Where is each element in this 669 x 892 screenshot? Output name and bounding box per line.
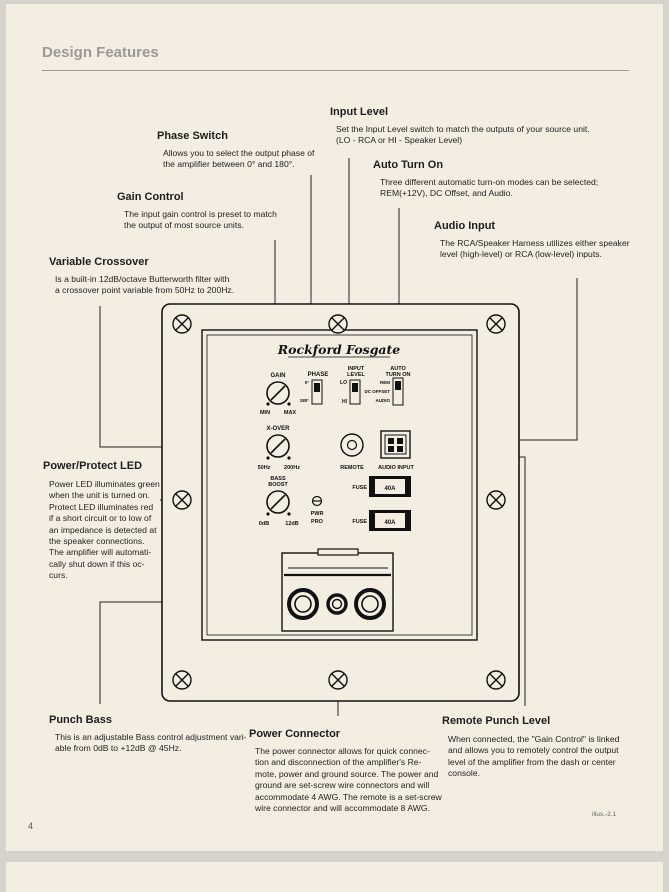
svg-text:AUDIO: AUDIO — [376, 398, 391, 403]
power-led-text: Power LED illuminates green when the uni… — [49, 479, 160, 581]
svg-text:AUDIO INPUT: AUDIO INPUT — [378, 465, 414, 471]
gain-control-title: Gain Control — [117, 191, 184, 203]
page-number: 4 — [28, 821, 34, 831]
phase-label: PHASE — [308, 372, 329, 378]
screw-icon — [486, 490, 506, 510]
gain-control-text: The input gain control is preset to matc… — [124, 209, 277, 231]
variable-crossover-text: Is a built-in 12dB/octave Butterworth fi… — [55, 274, 235, 296]
screw-icon — [328, 670, 348, 690]
gain-knob — [266, 381, 290, 405]
variable-crossover-title: Variable Crossover — [49, 256, 149, 268]
power-connector — [281, 548, 394, 632]
punch-bass-text: This is an adjustable Bass control adjus… — [55, 732, 247, 754]
screw-icon — [486, 670, 506, 690]
power-led-title: Power/Protect LED — [43, 460, 143, 472]
punch-bass-title: Punch Bass — [49, 714, 112, 726]
input-level-text: Set the Input Level switch to match the … — [336, 124, 590, 146]
remote-jack — [340, 433, 364, 457]
phase-switch-text: Allows you to select the output phase of… — [163, 148, 315, 170]
svg-text:180°: 180° — [300, 398, 310, 403]
bass-boost-knob — [266, 490, 290, 514]
svg-text:REM: REM — [380, 380, 390, 385]
remote-terminal — [326, 593, 348, 615]
svg-text:LEVEL: LEVEL — [347, 372, 365, 378]
power-connector-title: Power Connector — [249, 728, 341, 740]
screw-icon — [172, 670, 192, 690]
input-level-title: Input Level — [330, 106, 389, 118]
ground-terminal — [287, 588, 319, 620]
svg-text:REMOTE: REMOTE — [340, 465, 364, 471]
svg-text:MIN: MIN — [260, 410, 270, 416]
svg-text:PRO: PRO — [311, 519, 324, 525]
remote-punch-level-text: When connected, the "Gain Control" is li… — [448, 734, 620, 779]
svg-text:TURN ON: TURN ON — [385, 372, 410, 378]
screw-icon — [328, 314, 348, 334]
auto-turn-on-text: Three different automatic turn-on modes … — [380, 177, 599, 199]
svg-text:0dB: 0dB — [259, 521, 269, 527]
svg-text:FUSE: FUSE — [352, 485, 367, 491]
audio-input-connector — [380, 430, 411, 459]
audio-input-title: Audio Input — [434, 220, 496, 232]
svg-text:AUTO: AUTO — [390, 366, 406, 372]
auto-turn-on-title: Auto Turn On — [373, 159, 444, 171]
svg-text:200Hz: 200Hz — [284, 465, 300, 471]
svg-text:BOOST: BOOST — [268, 482, 288, 488]
svg-text:50Hz: 50Hz — [258, 465, 271, 471]
svg-text:HI: HI — [342, 399, 348, 405]
svg-text:12dB: 12dB — [285, 521, 298, 527]
svg-text:PWR: PWR — [311, 511, 324, 517]
svg-text:INPUT: INPUT — [348, 366, 365, 372]
illustration-id: illus.-2.1 — [592, 811, 617, 818]
screw-icon — [172, 490, 192, 510]
gain-label: GAIN — [271, 373, 286, 379]
fuse-1: 40A — [369, 476, 411, 497]
brand-logo: Rockford Fosgate — [277, 342, 401, 357]
phase-switch-title: Phase Switch — [157, 130, 228, 142]
fuse-2: 40A — [369, 510, 411, 531]
audio-input-text: The RCA/Speaker Harness utilizes either … — [440, 238, 630, 260]
screw-icon — [172, 314, 192, 334]
auto-turn-on-switch — [392, 377, 404, 406]
power-terminal — [354, 588, 386, 620]
svg-text:MAX: MAX — [284, 410, 297, 416]
xover-knob — [266, 434, 290, 458]
page-title: Design Features — [42, 44, 159, 61]
svg-text:0°: 0° — [305, 380, 310, 385]
svg-text:FUSE: FUSE — [352, 519, 367, 525]
svg-text:BASS: BASS — [270, 476, 286, 482]
screw-icon — [486, 314, 506, 334]
xover-label: X-OVER — [266, 426, 290, 432]
svg-text:LO: LO — [340, 380, 347, 386]
power-connector-text: The power connector allows for quick con… — [255, 746, 442, 814]
power-protect-led — [311, 495, 323, 507]
svg-text:40A: 40A — [384, 486, 396, 492]
remote-punch-level-title: Remote Punch Level — [442, 715, 551, 727]
title-rule — [42, 70, 629, 71]
svg-text:40A: 40A — [384, 520, 396, 526]
svg-text:DC OFFSET: DC OFFSET — [365, 389, 391, 394]
